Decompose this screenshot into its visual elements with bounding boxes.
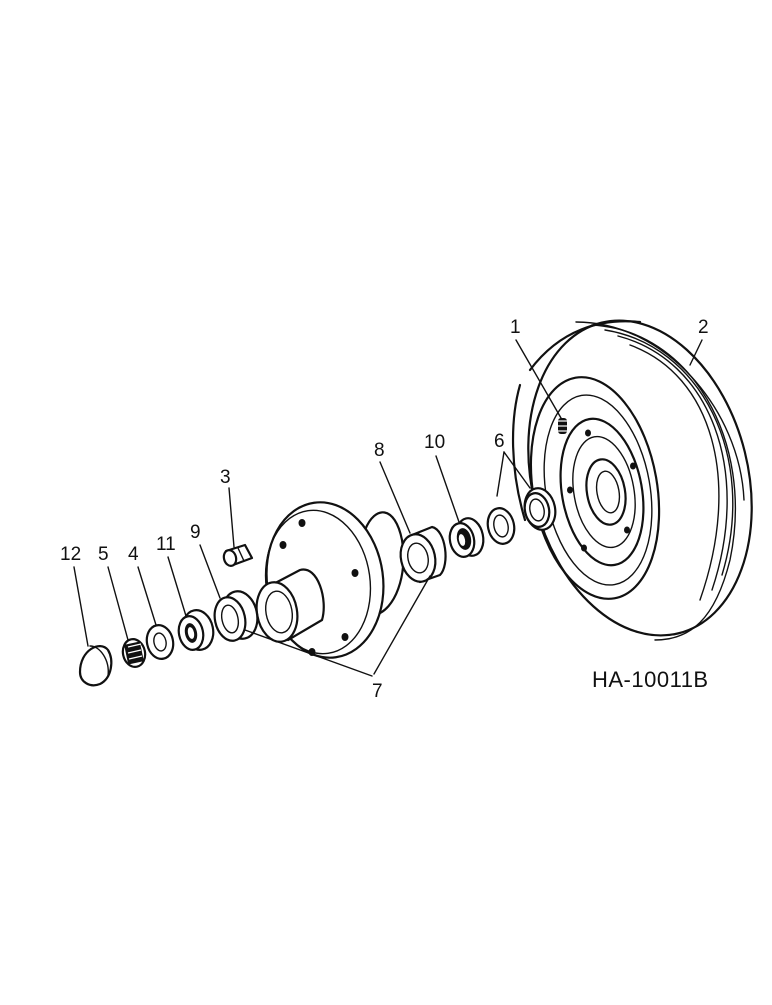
callout-7: 7 [372, 681, 383, 702]
drawing-code: HA-10011B [592, 667, 709, 692]
callout-3: 3 [220, 467, 231, 488]
grease-seals [486, 487, 557, 545]
dust-cap [78, 645, 113, 687]
leader-lines [73, 339, 703, 677]
tire-and-wheel [511, 319, 753, 641]
callout-4: 4 [128, 544, 139, 565]
inner-bearing-cup [399, 525, 447, 584]
castle-nut [121, 638, 147, 668]
outer-bearing-cup [213, 590, 259, 642]
outer-bearing-cone [177, 609, 215, 651]
wheel-hub [255, 501, 405, 659]
callout-labels: 1 2 3 4 5 6 7 8 9 10 11 12 [60, 317, 709, 702]
callout-9: 9 [190, 522, 201, 543]
callout-8: 8 [374, 440, 385, 461]
callout-10: 10 [424, 432, 445, 453]
callout-6: 6 [494, 431, 505, 452]
lug-bolt [222, 543, 254, 567]
callout-5: 5 [98, 544, 109, 565]
valve-stem [556, 418, 569, 434]
callout-12: 12 [60, 544, 81, 565]
callout-1: 1 [510, 317, 521, 338]
washer [145, 624, 175, 660]
callout-2: 2 [698, 317, 709, 338]
callout-11: 11 [156, 534, 176, 555]
inner-bearing-cone [448, 517, 485, 558]
